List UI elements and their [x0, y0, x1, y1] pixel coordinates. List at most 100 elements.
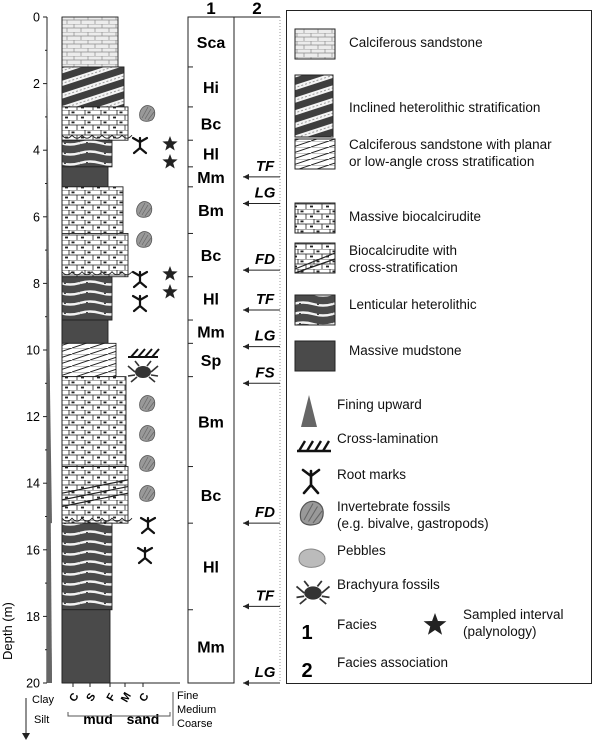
depth-tick-label: 18 [26, 610, 40, 624]
association-arrow-head [243, 380, 249, 387]
grain-key-medium: Medium [177, 704, 216, 716]
brachyura-fossil-icon [127, 360, 159, 383]
bed-inclined-heterolithic [61, 66, 125, 108]
facies-code: Hl [203, 291, 219, 308]
depth-tick-label: 4 [33, 144, 40, 158]
legend-label: Invertebrate fossils (e.g. bivalve, gast… [337, 499, 489, 531]
grain-tick-label: F [105, 691, 119, 703]
grain-tick-label: C [137, 691, 151, 704]
association-code: TF [256, 158, 275, 175]
facies-code: Bc [201, 117, 222, 134]
association-number-icon: 2 [293, 651, 337, 700]
bed-calciferous-sandstone [61, 16, 119, 68]
association-code: FS [255, 364, 274, 381]
grain-tick-label: S [84, 691, 98, 703]
massive-biocalcirudite-icon [293, 199, 337, 248]
bed-cross-stratified-sandstone [61, 342, 117, 378]
root-marks-icon [136, 546, 154, 565]
facies-code: Mm [197, 639, 225, 656]
sampled-star-icon [162, 266, 178, 281]
association-arrow-head [243, 267, 249, 274]
grain-key-arrow-head [22, 733, 30, 740]
root-marks-icon [293, 463, 337, 512]
pebble-lag [61, 271, 133, 276]
bivalve-fossil-icon [139, 395, 156, 412]
brachyura-icon [293, 573, 337, 622]
bed-massive-biocalcirudite [61, 186, 124, 234]
depth-tick-label: 14 [26, 477, 40, 491]
sampled-star-icon [162, 136, 178, 151]
bivalve-fossil-icon [139, 425, 156, 442]
depth-tick-label: 0 [33, 11, 40, 25]
grain-tick-label: M [119, 691, 134, 705]
sampled-star-icon [162, 154, 178, 169]
association-arrow-head [243, 520, 249, 527]
calciferous-sandstone-icon [293, 25, 337, 74]
facies-code: Bm [198, 203, 224, 220]
pebble-lag [61, 517, 133, 522]
association-arrow-head [243, 307, 249, 314]
bed-massive-mudstone [61, 319, 109, 344]
cross-lamination-icon [128, 348, 160, 358]
facies-column-frame [187, 16, 235, 684]
facies-code: Hi [203, 80, 219, 97]
grain-tick-label: C [67, 691, 81, 704]
depth-tick-label: 20 [26, 677, 40, 691]
legend-label: Root marks [337, 467, 407, 482]
association-arrow-head [243, 343, 249, 350]
association-arrow-head [243, 200, 249, 207]
legend-label: Fining upward [337, 397, 422, 412]
bed-lenticular-heterolithic [61, 522, 113, 611]
cross-strata [61, 479, 129, 508]
root-marks-icon [131, 136, 149, 155]
legend-label: Brachyura fossils [337, 577, 440, 592]
bed-lenticular-heterolithic [61, 276, 113, 321]
legend-label: Facies [337, 617, 377, 632]
grain-key-fine: Fine [177, 690, 198, 702]
legend-label: Calciferous sandstone with planar or low… [349, 137, 552, 169]
lenticular-heterolithic-icon [293, 291, 337, 340]
log-symbols [127, 105, 178, 565]
cross-lamination-icon [293, 427, 337, 476]
pebbles-icon [293, 539, 337, 588]
facies-code: Mm [197, 170, 225, 187]
legend-label: Massive mudstone [349, 343, 462, 358]
association-column-header: 2 [252, 0, 261, 18]
bivalve-fossil-icon [139, 105, 156, 122]
invertebrate-fossil-icon [293, 497, 337, 546]
grain-key-coarse: Coarse [177, 718, 212, 730]
root-marks-icon [139, 516, 157, 535]
root-marks-icon [131, 270, 149, 289]
sampled-star-icon [417, 605, 461, 654]
association-code: FD [255, 504, 275, 521]
legend-label: Biocalcirudite with cross-stratification [349, 243, 458, 275]
association-code: TF [256, 291, 275, 308]
depth-tick-label: 16 [26, 543, 40, 557]
association-arrow-head [243, 173, 249, 180]
depth-tick-label: 6 [33, 210, 40, 224]
biocalcirudite-cross-icon [293, 239, 337, 288]
legend-label: Sampled interval (palynology) [463, 607, 564, 639]
grain-key-clay: Clay [32, 694, 55, 706]
legend-label: Cross-lamination [337, 431, 439, 446]
depth-tick-label: 10 [26, 344, 40, 358]
legend-label: Inclined heterolithic stratification [349, 100, 541, 115]
inclined-heterolithic-icon [293, 73, 337, 148]
facies-code: Bc [201, 248, 222, 265]
legend-label: Lenticular heterolithic [349, 297, 477, 312]
grain-key-silt: Silt [34, 714, 49, 726]
bed-lenticular-heterolithic [61, 139, 113, 168]
fining-upward-triangle [47, 190, 52, 524]
bed-massive-mudstone [61, 166, 109, 188]
grain-group-sand: sand [127, 711, 160, 727]
association-arrow-head [243, 603, 249, 610]
calciferous-cross-icon [293, 135, 337, 184]
association-code: LG [255, 328, 276, 345]
facies-code: Mm [197, 325, 225, 342]
svg-text:1: 1 [301, 622, 312, 644]
association-arrow-head [243, 680, 249, 686]
